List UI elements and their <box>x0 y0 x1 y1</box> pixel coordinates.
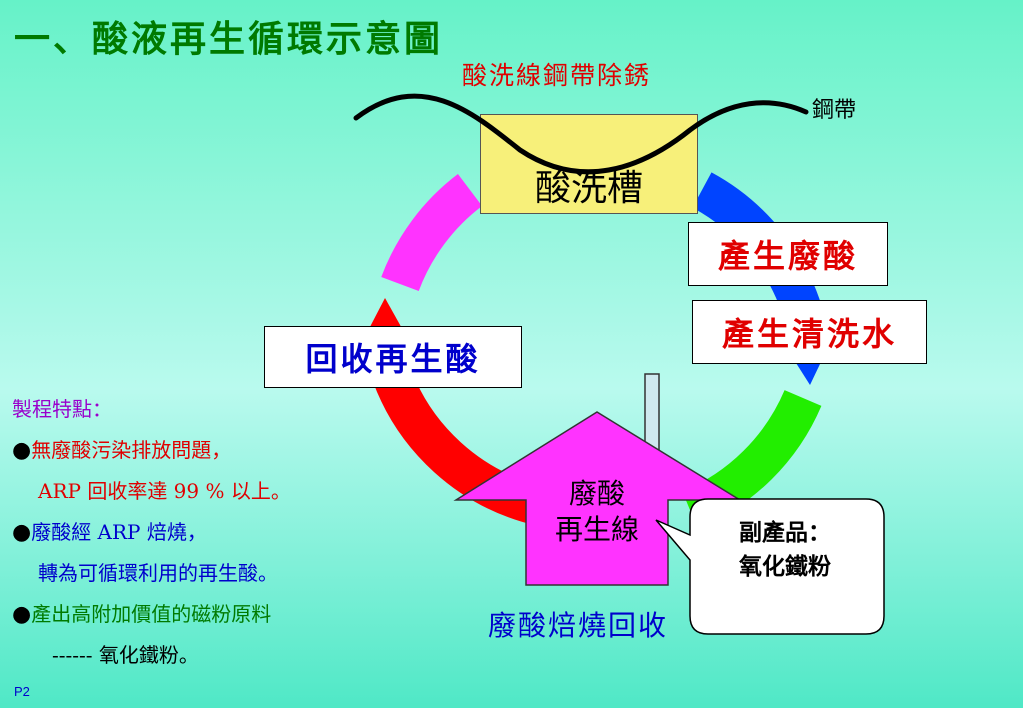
roasting-caption: 廢酸焙燒回收 <box>488 609 669 642</box>
feature-item-1-line1: ●無廢酸污染排放問題， <box>12 430 291 471</box>
bullet-icon: ● <box>12 438 32 463</box>
steel-strip-label: 鋼帶 <box>812 98 857 123</box>
byproduct-label: 副產品： 氧化鐵粉 <box>690 516 880 584</box>
waste-acid-box: 產生廢酸 <box>688 222 888 286</box>
bullet-icon: ● <box>12 520 32 545</box>
page-number: P2 <box>14 684 30 699</box>
recycled-acid-box: 回收再生酸 <box>264 326 522 388</box>
regeneration-line-label-line2: 再生線 <box>554 513 639 546</box>
rinse-water-box: 產生清洗水 <box>692 300 927 364</box>
byproduct-callout-shape <box>655 498 885 635</box>
byproduct-heading: 副產品： <box>739 519 831 546</box>
process-features: 製程特點： ●無廢酸污染排放問題， ARP 回收率達 99 % 以上。 ●廢酸經… <box>12 389 291 676</box>
pickling-tank-label: 酸洗槽 <box>534 168 643 209</box>
feature-item-2-line1: ●廢酸經 ARP 焙燒， <box>12 512 291 553</box>
regeneration-line-label-line1: 廢酸 <box>568 477 625 510</box>
pickling-tank: 酸洗槽 <box>480 114 698 214</box>
cycle-arc-magenta <box>381 174 483 292</box>
feature-item-3-text: 產出高附加價值的磁粉原料 <box>31 602 272 626</box>
slide-subtitle: 酸洗線鋼帶除銹 <box>462 61 652 90</box>
feature-item-1-line2: ARP 回收率達 99 % 以上。 <box>38 479 291 503</box>
feature-item-2-text: 廢酸經 ARP 焙燒， <box>31 520 207 544</box>
regeneration-line-label: 廢酸 再生線 <box>527 476 667 548</box>
features-heading: 製程特點： <box>12 397 112 421</box>
feature-item-3-line2: ------ 氧化鐵粉。 <box>52 643 199 667</box>
feature-item-2-line2: 轉為可循環利用的再生酸。 <box>38 561 278 585</box>
slide-title: 一、酸液再生循環示意圖 <box>14 18 444 60</box>
waste-acid-label: 產生廢酸 <box>717 237 858 275</box>
feature-item-3-line1: ●產出高附加價值的磁粉原料 <box>12 594 291 635</box>
rinse-water-label: 產生清洗水 <box>721 315 897 353</box>
bullet-icon: ● <box>12 602 32 627</box>
byproduct-name: 氧化鐵粉 <box>739 553 831 580</box>
recycled-acid-label: 回收再生酸 <box>305 340 481 378</box>
feature-item-1-text: 無廢酸污染排放問題， <box>31 438 232 462</box>
